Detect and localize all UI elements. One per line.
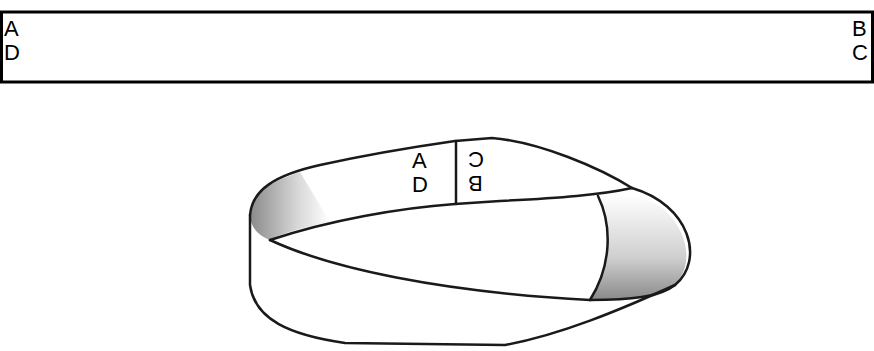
corner-letter: A	[4, 18, 19, 40]
strip-edge	[590, 188, 690, 300]
corner-letter: D	[412, 174, 428, 196]
strip-edge	[270, 188, 632, 240]
strip-edge	[590, 196, 608, 300]
corner-letter: B	[468, 172, 483, 194]
corner-letter: A	[412, 150, 427, 172]
corner-letter: C	[468, 148, 484, 170]
corner-letter: C	[852, 42, 868, 64]
strip-edge	[250, 215, 675, 345]
corner-letter: B	[852, 18, 867, 40]
paper-strip	[2, 12, 873, 82]
strip-edge	[270, 240, 590, 300]
strip-shade	[250, 172, 330, 240]
strip-edge	[250, 138, 632, 215]
join-line	[455, 141, 458, 204]
corner-letter: D	[4, 42, 20, 64]
